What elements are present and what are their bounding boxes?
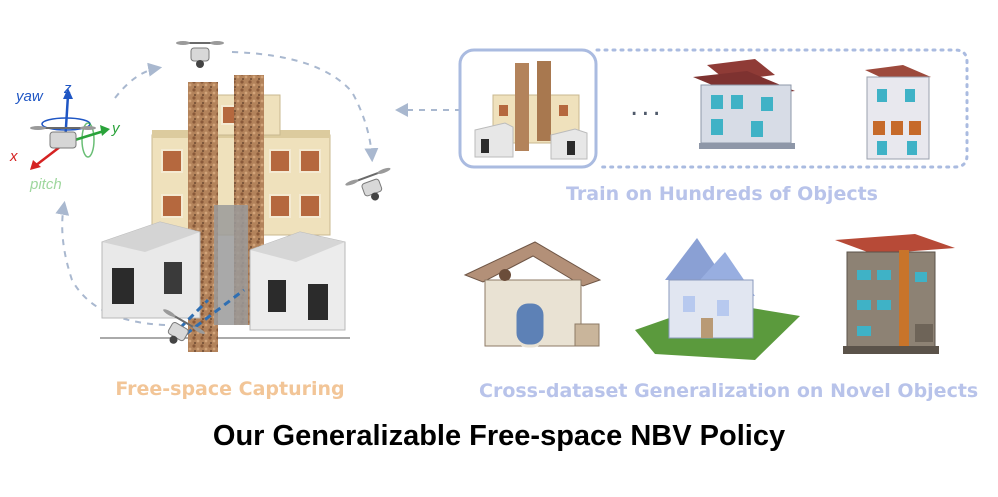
free-space-capturing-caption: Free-space Capturing bbox=[115, 378, 345, 400]
drone-bottom bbox=[163, 309, 205, 344]
novel-caption: Cross-dataset Generalization on Novel Ob… bbox=[479, 380, 979, 402]
training-arrow bbox=[395, 103, 461, 117]
novel-objects-panel bbox=[463, 234, 955, 360]
drone-axes-frame bbox=[30, 88, 110, 170]
z-axis-label: z bbox=[64, 80, 72, 97]
building-model bbox=[101, 75, 346, 352]
y-axis-label: y bbox=[112, 120, 120, 137]
camera-trajectory bbox=[55, 51, 379, 326]
x-axis-label: x bbox=[10, 148, 18, 165]
free-space-capturing-illustration bbox=[30, 41, 391, 352]
training-objects-panel bbox=[458, 48, 969, 169]
yaw-axis-label: yaw bbox=[16, 88, 43, 105]
figure-title: Our Generalizable Free-space NBV Policy bbox=[212, 420, 786, 452]
training-object-1 bbox=[474, 61, 588, 160]
pitch-axis-label: pitch bbox=[30, 176, 62, 193]
train-caption: Train on Hundreds of Objects bbox=[566, 183, 878, 205]
novel-object-cottage bbox=[463, 241, 602, 348]
novel-object-lawn-house bbox=[635, 238, 800, 360]
training-object-3 bbox=[865, 65, 931, 160]
drone-top bbox=[176, 41, 224, 68]
training-object-2 bbox=[693, 59, 795, 149]
drone-right bbox=[345, 167, 391, 201]
more-objects-ellipsis: ... bbox=[630, 92, 664, 122]
novel-object-stone-building bbox=[835, 234, 955, 354]
